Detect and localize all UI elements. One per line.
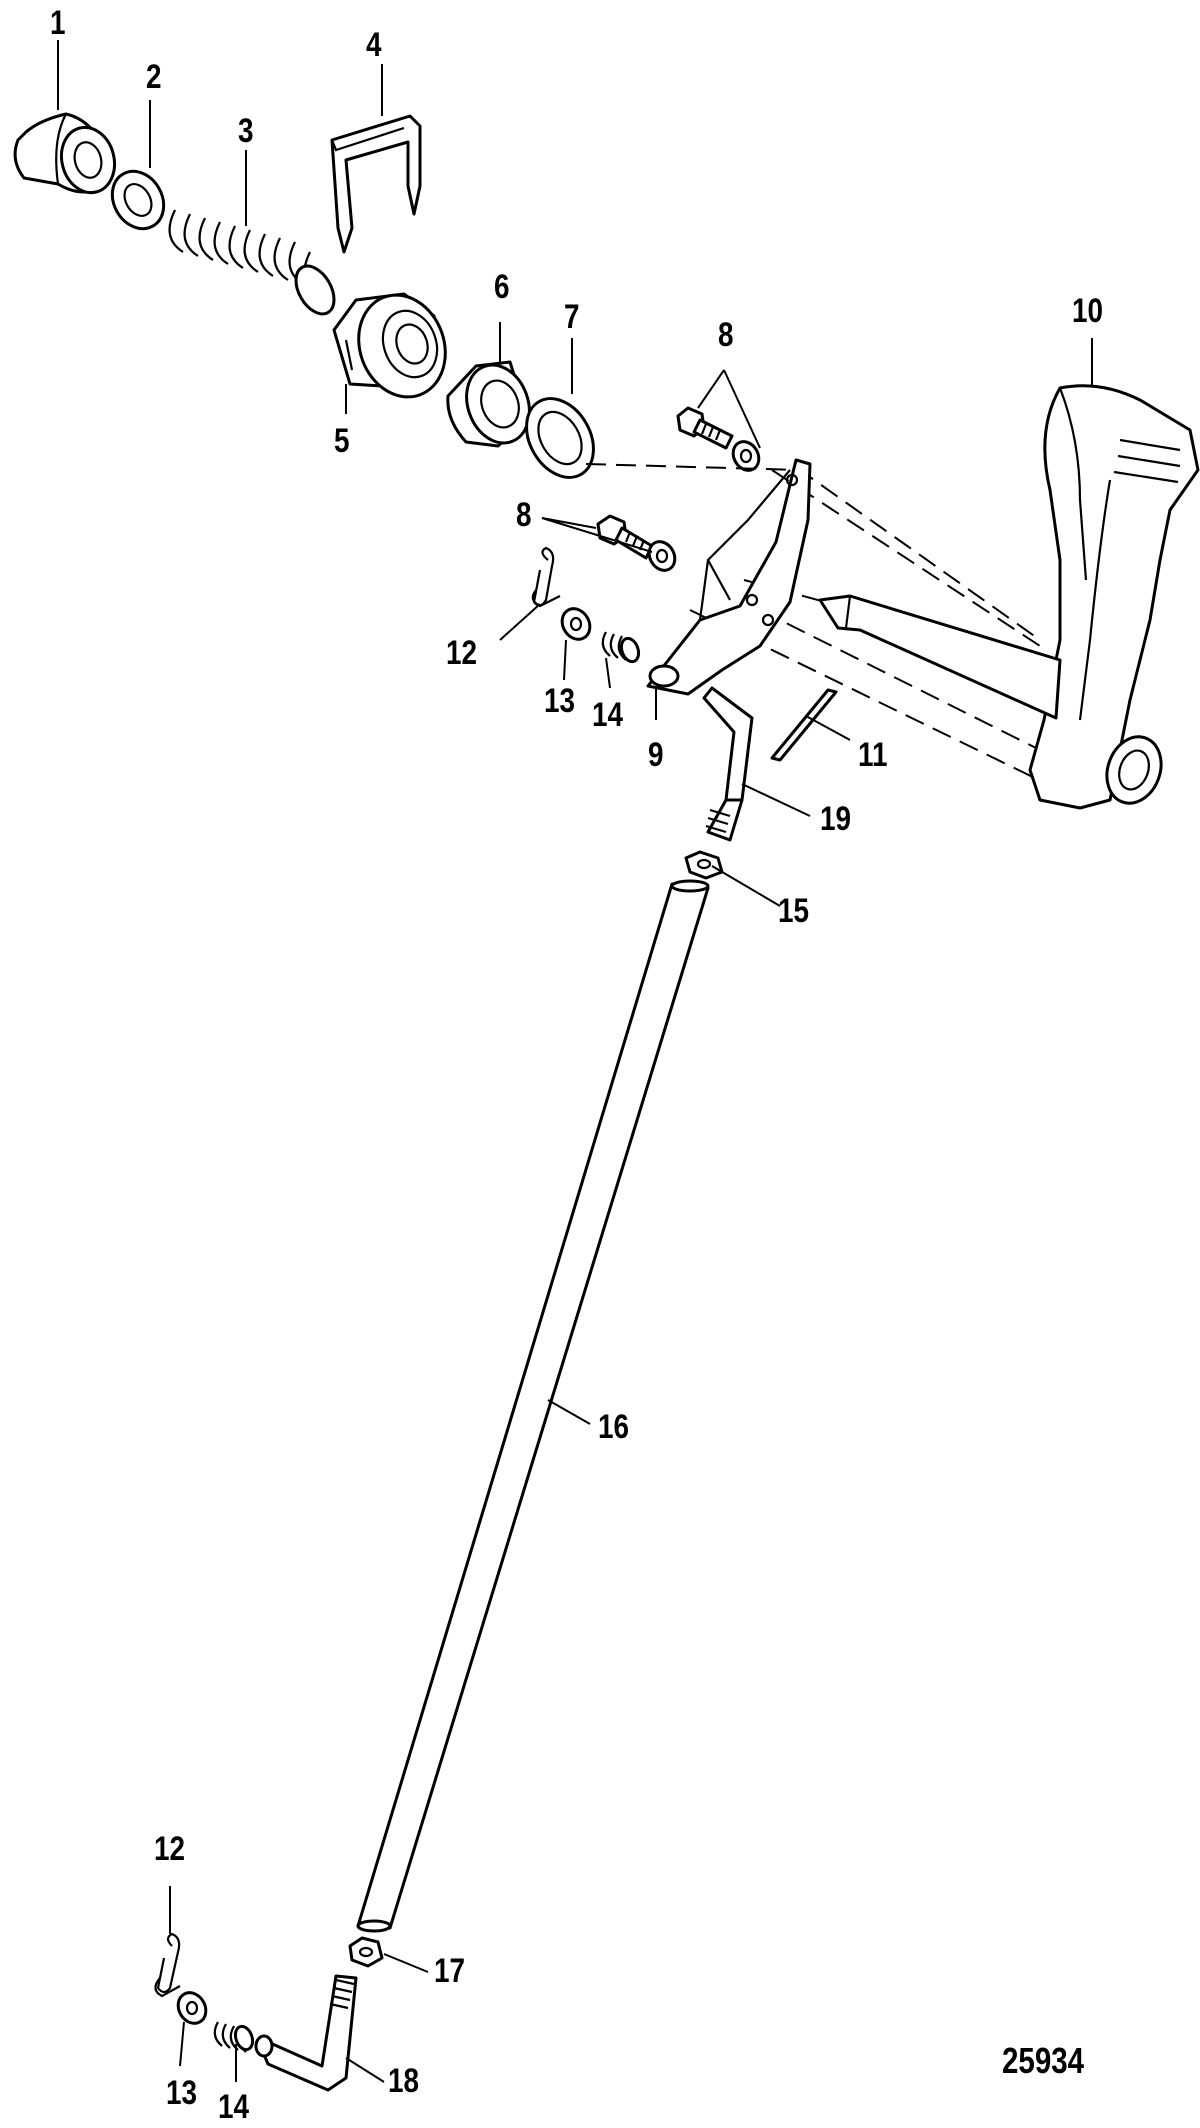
callout-4: 4 <box>366 26 382 64</box>
callout-7: 7 <box>564 298 580 336</box>
part-17-nut <box>348 1936 384 1968</box>
callout-10: 10 <box>1072 292 1104 330</box>
part-15-nut <box>684 850 724 880</box>
part-4-clip <box>330 114 422 254</box>
callout-3: 3 <box>238 112 254 150</box>
part-14-spring-upper <box>601 631 641 664</box>
figure-id: 25934 <box>1002 2040 1085 2081</box>
part-8-screw-lower <box>596 514 677 572</box>
callout-5: 5 <box>334 422 350 460</box>
part-7-washer <box>525 397 595 479</box>
part-10-handle <box>818 384 1200 810</box>
callout-14-lower: 14 <box>218 2088 250 2126</box>
part-18-lower-rod <box>254 1974 358 2092</box>
part-8-screw-upper <box>676 406 761 472</box>
part-16-long-rod <box>356 879 710 1933</box>
callout-8-lower: 8 <box>516 496 532 534</box>
part-14-spring-lower <box>213 2021 255 2053</box>
callout-1: 1 <box>50 4 66 42</box>
part-12-hairpin-upper <box>531 546 561 608</box>
callout-18: 18 <box>388 2062 420 2100</box>
callout-13-upper: 13 <box>544 682 576 720</box>
part-12-hairpin-lower <box>154 1932 181 1998</box>
part-1-knob <box>13 112 117 195</box>
part-9-bracket <box>646 458 812 696</box>
part-6-bushing <box>446 360 531 448</box>
part-13-washer-lower <box>176 1991 208 2025</box>
part-19-upper-rod <box>702 686 754 842</box>
callout-17: 17 <box>434 1952 466 1990</box>
callout-15: 15 <box>778 892 810 930</box>
part-3-spring <box>168 209 336 316</box>
callout-19: 19 <box>820 800 852 838</box>
callout-6: 6 <box>494 268 510 306</box>
part-5-housing <box>332 292 447 399</box>
callout-2: 2 <box>146 58 162 96</box>
callout-13-lower: 13 <box>166 2074 198 2112</box>
leader-lines <box>57 40 1093 2083</box>
callout-12-upper: 12 <box>446 634 478 672</box>
part-11-pin <box>770 688 838 762</box>
part-13-washer-upper <box>560 607 592 641</box>
callout-16: 16 <box>598 1408 630 1446</box>
callout-12-lower: 12 <box>154 1830 186 1868</box>
part-2-washer <box>110 169 166 231</box>
callout-14-upper: 14 <box>592 696 624 734</box>
callout-8-upper: 8 <box>718 316 734 354</box>
callout-11: 11 <box>858 736 888 774</box>
callout-9: 9 <box>648 736 664 774</box>
